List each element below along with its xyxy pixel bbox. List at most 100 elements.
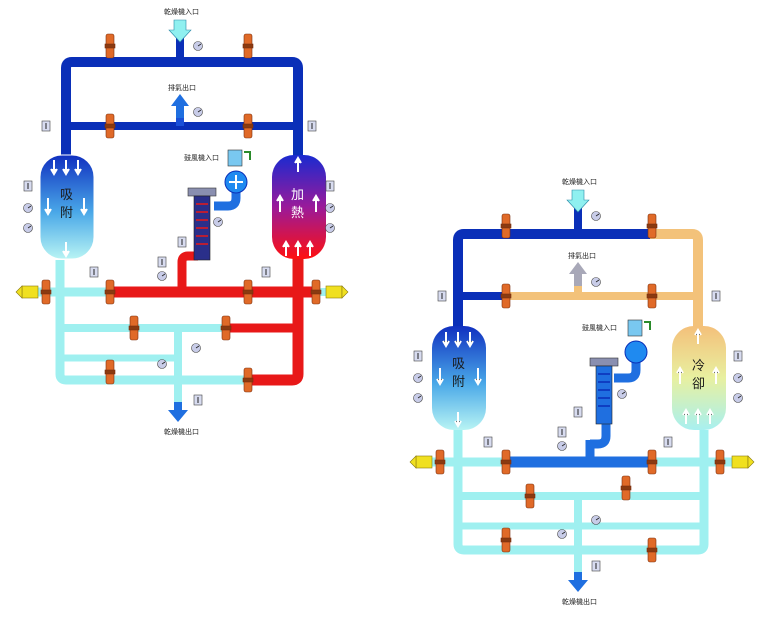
valve-icon (104, 359, 116, 385)
pipe-cyan-left (55, 260, 246, 385)
pressure-gauge-icon (733, 393, 743, 403)
pipe-blower (214, 178, 241, 211)
pressure-gauge-icon (325, 203, 335, 213)
valve-icon (500, 283, 512, 309)
valves-right (434, 213, 726, 563)
pressure-gauge-icon (23, 203, 33, 213)
pressure-gauge-icon (413, 393, 423, 403)
thermometer-icon (557, 426, 567, 438)
pipe-hot-heater (177, 251, 198, 292)
valve-icon (714, 449, 726, 475)
pressure-gauge-icon (23, 223, 33, 233)
valve-icon (500, 527, 512, 553)
tank-label-3: 加 (291, 188, 304, 203)
inlet-arrow-icon-r (566, 189, 590, 213)
pressure-gauge-icon (591, 515, 601, 525)
adsorption-tank (39, 154, 95, 260)
thermometer-icon (41, 120, 51, 132)
connector-icon (15, 285, 39, 299)
pressure-gauge-icon (591, 211, 601, 221)
valve-icon (434, 449, 446, 475)
pipe-top-left (453, 229, 650, 340)
pressure-gauge-icon (193, 107, 203, 117)
pressure-gauge-icon (617, 389, 627, 399)
heating-tank (272, 155, 326, 259)
tank-label-r2: 附 (452, 375, 465, 390)
pipe-blue-blower (614, 360, 641, 383)
flow-arrows-adsorption-r (436, 332, 482, 428)
thermometer-icon (307, 120, 317, 132)
exhaust-arrow-icon-r (569, 262, 587, 286)
inlet-label: 乾燥機入口 (164, 7, 199, 16)
outlet-label-r: 乾燥機出口 (562, 597, 597, 606)
left-dryer-diagram: 吸 附 加 熱 (15, 7, 349, 436)
flow-arrows-cooling (676, 328, 720, 424)
tank-label-r3: 冷 (692, 359, 705, 374)
thermometer-icon (483, 436, 493, 448)
valve-icon (128, 315, 140, 341)
thermometer-icon (23, 180, 33, 192)
tank-label-r1: 吸 (452, 357, 465, 372)
instruments-right (409, 211, 755, 572)
thermometer-icon (157, 256, 167, 268)
thermometer-icon (733, 350, 743, 362)
heater-icon (187, 187, 217, 261)
flow-arrows-heating (276, 156, 320, 256)
blower-label: 鼓風機入口 (184, 153, 219, 162)
exhaust-arrow-icon (171, 94, 189, 118)
pressure-gauge-icon (157, 359, 167, 369)
thermometer-icon (413, 350, 423, 362)
valve-icon (104, 113, 116, 139)
outlet-arrow-icon (168, 402, 188, 422)
valve-icon (220, 315, 232, 341)
valve-icon (500, 449, 512, 475)
right-dryer-diagram: 吸 附 冷 卻 (409, 177, 755, 606)
valve-icon (104, 33, 116, 59)
pressure-gauge-icon (193, 41, 203, 51)
pressure-gauge-icon (191, 343, 201, 353)
thermometer-icon (193, 394, 203, 406)
heater-icon-r (589, 357, 619, 425)
connector-icon (325, 285, 349, 299)
pressure-gauge-icon (733, 373, 743, 383)
pressure-gauge-icon (557, 529, 567, 539)
valve-icon (242, 367, 254, 393)
valve-icon (646, 283, 658, 309)
thermometer-icon (663, 436, 673, 448)
valve-icon (242, 33, 254, 59)
valve-icon (646, 213, 658, 239)
exhaust-label: 排氣出口 (168, 83, 196, 92)
flow-arrows-adsorption (44, 160, 88, 258)
thermometer-icon (573, 406, 583, 418)
adsorption-tank-r (432, 326, 486, 430)
valve-icon (646, 449, 658, 475)
outlet-label: 乾燥機出口 (164, 427, 199, 436)
tank-label-4: 熱 (291, 206, 304, 221)
blower-icon-r (624, 319, 651, 364)
pressure-gauge-icon (157, 271, 167, 281)
thermometer-icon (711, 290, 721, 302)
thermometer-icon (591, 560, 601, 572)
exhaust-label-r: 排氣出口 (568, 251, 596, 260)
thermometer-icon (89, 266, 99, 278)
valve-icon (40, 279, 52, 305)
valve-icon (310, 279, 322, 305)
valve-icon (620, 475, 632, 501)
pressure-gauge-icon (591, 277, 601, 287)
pressure-gauge-icon (213, 217, 223, 227)
inlet-label-r: 乾燥機入口 (562, 177, 597, 186)
valves-left (40, 33, 322, 393)
pressure-gauge-icon (557, 441, 567, 451)
inlet-arrow-icon (168, 19, 192, 43)
thermometer-icon (261, 266, 271, 278)
pressure-gauge-icon (325, 223, 335, 233)
pipe-top-right (650, 229, 703, 330)
thermometer-icon (437, 290, 447, 302)
pressure-gauge-icon (413, 373, 423, 383)
pipe-blue-duct (585, 418, 611, 462)
blower-icon (224, 149, 251, 194)
outlet-arrow-icon-r (568, 572, 588, 592)
connector-icon (409, 455, 433, 469)
pipe-hot-right (250, 256, 304, 386)
valve-icon (500, 213, 512, 239)
